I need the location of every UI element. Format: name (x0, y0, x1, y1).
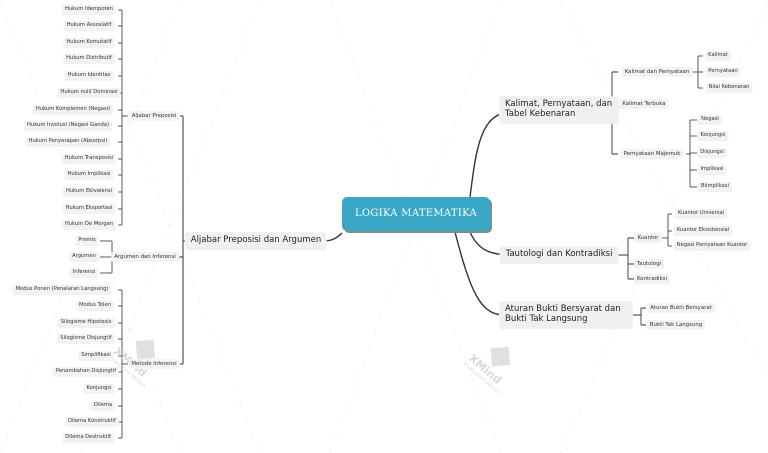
xmind-logo-icon (135, 339, 156, 360)
leaf-implikasi[interactable]: Implikasi (697, 165, 727, 175)
leaf-hukum-de-morgan[interactable]: Hukum De Morgan (61, 220, 117, 230)
leaf-hukum-transposisi[interactable]: Hukum Transposisi (61, 154, 117, 164)
leaf-argumen[interactable]: Argumen (69, 252, 99, 262)
subtopic-pernyataan-majemuk[interactable]: Pernyataan Majemuk (620, 148, 684, 160)
leaf-kuantor-universal[interactable]: Kuantor Universal (674, 209, 728, 219)
subtopic-kalimat-dan-pernyataan[interactable]: Kalimat dan Pernyataan (621, 66, 693, 78)
leaf-negasi[interactable]: Negasi (698, 115, 722, 125)
leaf-penambahan-disjungtif[interactable]: Penambahan Disjungtif (52, 367, 120, 377)
leaf-hukum-implikasi[interactable]: Hukum Implikasi (64, 170, 114, 180)
leaf-hukum-distributif[interactable]: Hukum Distributif (63, 54, 115, 64)
xmind-logo-icon (490, 346, 511, 367)
leaf-premis[interactable]: Premis (75, 236, 99, 246)
subtopic-metode-inferensi[interactable]: Metode Inferensi (128, 358, 180, 370)
subtopic-aljabar-preposisi[interactable]: Aljabar Preposisi (128, 110, 180, 122)
leaf-hukum-identitas[interactable]: Hukum Identitas (64, 71, 114, 81)
connector-line (454, 231, 505, 316)
leaf-inferensi[interactable]: Inferensi (69, 268, 99, 278)
leaf-konjungsi-inferensi[interactable]: Konjungsi (83, 384, 115, 394)
leaf-dilema-destruktif[interactable]: Dilema Destruktif (62, 433, 114, 443)
subtopic-bukti-tak-langsung[interactable]: Bukti Tak Langsung (646, 319, 706, 331)
leaf-biimplikasi[interactable]: Biimplikasi (698, 182, 732, 192)
connector-line (469, 111, 513, 198)
leaf-hukum-assosiatif[interactable]: Hukum Assosiatif (63, 21, 115, 31)
topic-kalimat-pernyataan-tabel[interactable]: Kalimat, Pernyataan, dan Tabel Kebenaran (499, 96, 619, 124)
leaf-dilema-konstruktif[interactable]: Dilema Konstruktif (64, 417, 120, 427)
subtopic-kalimat-terbuka[interactable]: Kalimat Terbuka (619, 98, 669, 110)
leaf-hukum-involusi[interactable]: Hukum Involusi (Negasi Ganda) (24, 121, 112, 131)
leaf-nilai-kebenaran[interactable]: Nilai Kebenaran (705, 83, 753, 93)
subtopic-kuantor[interactable]: Kuantor (634, 232, 662, 244)
leaf-hukum-null-dominasi[interactable]: Hukum null/ Dominasi (57, 88, 121, 98)
subtopic-kontradiksi[interactable]: Kontradiksi (634, 273, 670, 285)
leaf-silogisme-disjungtif[interactable]: Silogisme Disjungtif (57, 334, 115, 344)
leaf-hukum-idempoten[interactable]: Hukum Idempoten (61, 5, 117, 15)
topic-aljabar-preposisi-dan-argumen[interactable]: Aljabar Preposisi dan Argumen (184, 232, 328, 250)
topic-tautologi-kontradiksi[interactable]: Tautologi dan Kontradiksi (499, 246, 619, 264)
central-topic[interactable]: LOGIKA MATEMATIKA (342, 197, 490, 231)
subtopic-tautologi[interactable]: Tautologi (633, 258, 665, 270)
leaf-pernyataan[interactable]: Pernyataan (705, 67, 741, 77)
topic-aturan-bukti[interactable]: Aturan Bukti Bersyarat dan Bukti Tak Lan… (499, 301, 633, 329)
leaf-dilema[interactable]: Dilema (90, 401, 116, 411)
leaf-kalimat[interactable]: Kalimat (705, 51, 731, 61)
leaf-hukum-ekivalensi[interactable]: Hukum Ekivalensi (62, 187, 116, 197)
subtopic-argumen-dan-inferensi[interactable]: Argumen dan Inferensi (111, 251, 179, 263)
connector-line (628, 307, 646, 326)
leaf-konjungsi[interactable]: Konjungsi (697, 131, 729, 141)
leaf-hukum-komplemen[interactable]: Hukum Komplemen (Negasi) (32, 105, 114, 115)
leaf-disjungsi[interactable]: Disjungsi (697, 148, 727, 158)
leaf-hukum-komutatif[interactable]: Hukum Komutatif (63, 38, 115, 48)
leaf-modus-ponen[interactable]: Modus Ponen (Penalaran Langsung) (12, 285, 112, 295)
subtopic-aturan-bukti-bersyarat[interactable]: Aturan Bukti Bersyarat (647, 302, 715, 314)
leaf-negasi-pernyataan-kuantor[interactable]: Negasi Pernyataan Kuantor (673, 241, 751, 251)
leaf-silogisme-hipotesis[interactable]: Silogisme Hipotesis (57, 318, 115, 328)
leaf-hukum-eksportasi[interactable]: Hukum Eksportasi (62, 204, 116, 214)
leaf-hukum-penyerapan[interactable]: Hukum Penyerapan (Absorpsi) (25, 137, 111, 147)
leaf-simplifikasi[interactable]: Simplifikasi (78, 351, 114, 361)
leaf-kuantor-eksistensial[interactable]: Kuantor Eksistensial (673, 226, 733, 236)
leaf-modus-tolen[interactable]: Modus Tolen (76, 301, 114, 311)
